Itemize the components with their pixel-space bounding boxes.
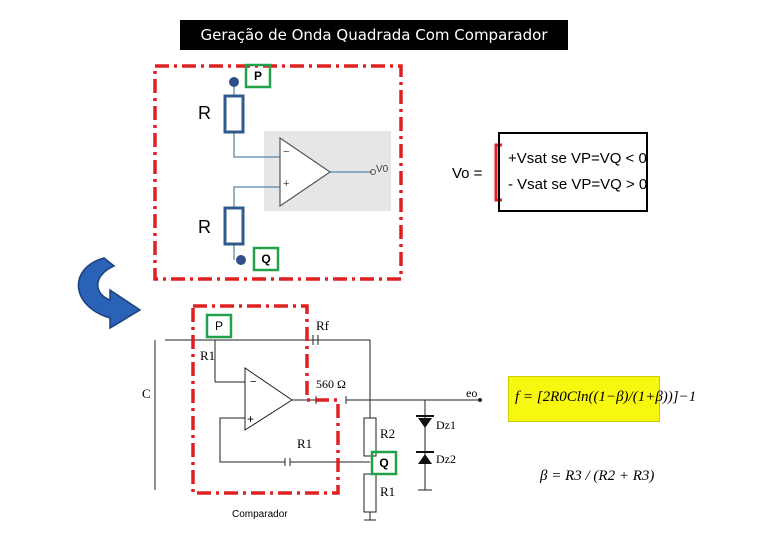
top-output-terminal xyxy=(370,169,376,175)
bottom-opamp-plus: + xyxy=(247,412,255,426)
frequency-formula-box: f = [2R0Cln((1−β)/(1+β))]−1 xyxy=(508,376,696,422)
bottom-label-p: P xyxy=(214,319,223,333)
bottom-resistor-r1 xyxy=(363,473,377,513)
zener-dz2-icon xyxy=(418,454,432,464)
label-r1-mid: R1 xyxy=(297,436,313,451)
top-resistor-upper xyxy=(223,94,245,134)
top-resistor-label-lower: R xyxy=(198,217,211,237)
vo-cases-box: +Vsat se VP=VQ < 0 - Vsat se VP=VQ > 0 xyxy=(498,132,648,212)
comparador-caption: Comparador xyxy=(232,509,288,520)
eo-terminal xyxy=(478,398,482,402)
bottom-q-label-box xyxy=(370,450,398,476)
label-c: C xyxy=(142,386,151,401)
vo-case-negative: - Vsat se VP=VQ > 0 xyxy=(508,176,648,193)
top-q-label-box xyxy=(252,246,280,272)
top-resistor-lower xyxy=(223,206,245,246)
label-eo: eo xyxy=(466,386,478,400)
label-rf: Rf xyxy=(316,318,329,333)
bottom-dashed-frame xyxy=(191,304,340,495)
bottom-p-label-box xyxy=(205,313,233,339)
vo-case-positive: +Vsat se VP=VQ < 0 xyxy=(508,150,647,167)
label-r1-top: R1 xyxy=(200,348,216,363)
top-node-q-dot xyxy=(236,255,246,265)
label-r1-bottom: R1 xyxy=(380,484,396,499)
top-opamp-plus: + xyxy=(283,178,290,190)
label-r2: R2 xyxy=(380,426,396,441)
top-opamp xyxy=(279,136,332,208)
bottom-label-q: Q xyxy=(379,456,389,470)
top-resistor-label-upper: R xyxy=(198,103,211,123)
top-label-q: Q xyxy=(261,252,271,266)
top-dashed-frame xyxy=(153,64,403,281)
bottom-resistor-r2 xyxy=(363,417,377,457)
label-dz1: Dz1 xyxy=(436,418,456,432)
bottom-opamp-minus: − xyxy=(250,376,257,388)
top-output-label: V0 xyxy=(376,164,389,175)
top-opamp-minus: − xyxy=(283,146,290,158)
top-p-label-box xyxy=(244,63,272,89)
top-node-p-dot xyxy=(229,77,239,87)
label-560-ohm: 560 Ω xyxy=(316,377,346,391)
diagram-title: Geração de Onda Quadrada Com Comparador xyxy=(180,20,568,50)
frequency-formula: f = [2R0Cln((1−β)/(1+β))]−1 xyxy=(515,389,697,405)
zener-dz1-icon xyxy=(418,418,432,428)
label-dz2: Dz2 xyxy=(436,452,456,466)
curved-arrow-icon xyxy=(77,257,142,330)
vo-lhs: Vo = xyxy=(452,165,483,182)
bottom-opamp xyxy=(244,367,293,431)
top-label-p: P xyxy=(253,69,262,83)
beta-formula: β = R3 / (R2 + R3) xyxy=(540,468,655,484)
